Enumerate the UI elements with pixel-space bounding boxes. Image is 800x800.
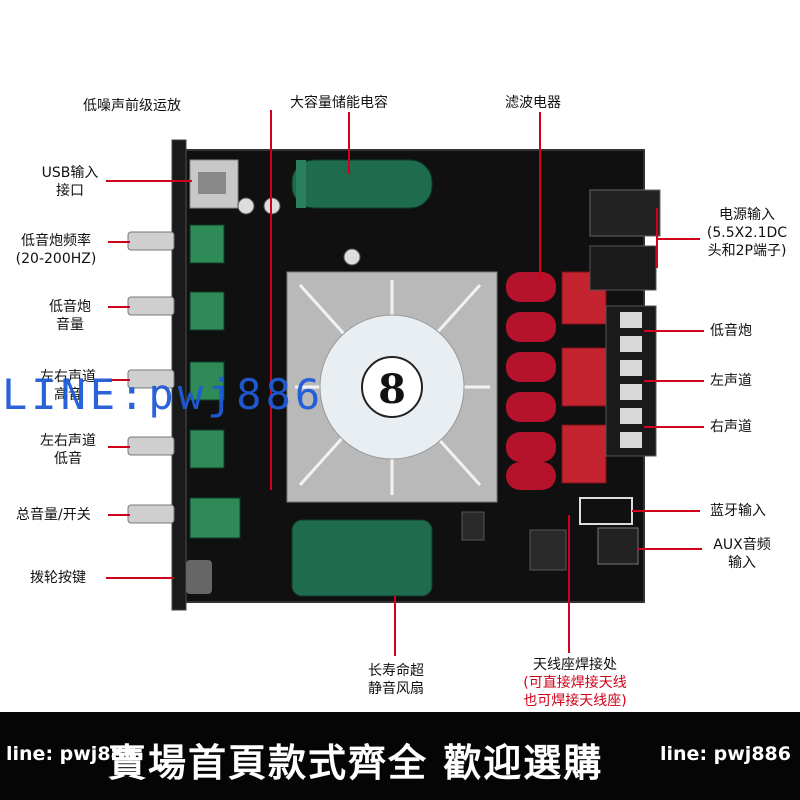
fan-logo: 8 bbox=[378, 366, 406, 413]
watermark-line-id: LINE:pwj886 bbox=[2, 370, 325, 419]
label-usb: USB输入接口 bbox=[41, 165, 99, 199]
filter-coils bbox=[506, 272, 556, 490]
potentiometers bbox=[189, 224, 241, 539]
label-sub-freq: 低音炮频率(20-200HZ) bbox=[15, 233, 97, 267]
line-filter bbox=[539, 112, 541, 282]
power-terminal bbox=[589, 245, 657, 291]
label-sub-vol: 低音炮音量 bbox=[49, 299, 91, 333]
label-aux: AUX音频输入 bbox=[713, 537, 771, 571]
line-sub-freq bbox=[108, 241, 130, 243]
promo-banner bbox=[0, 712, 800, 800]
line-aux bbox=[638, 548, 702, 550]
line-preamp bbox=[270, 110, 272, 490]
label-left-ch: 左声道 bbox=[710, 373, 752, 389]
banner-line-right: line: pwj886 bbox=[660, 743, 791, 765]
line-antenna bbox=[568, 515, 570, 653]
line-fan bbox=[394, 596, 396, 656]
bottom-capacitor bbox=[291, 519, 433, 597]
filter-capacitors bbox=[561, 271, 607, 484]
line-treble bbox=[108, 379, 130, 381]
line-master bbox=[108, 514, 130, 516]
line-bass bbox=[108, 446, 130, 448]
knobs bbox=[127, 231, 175, 524]
power-jack bbox=[589, 189, 661, 237]
label-preamp: 低噪声前级运放 bbox=[83, 98, 181, 114]
label-right-ch: 右声道 bbox=[710, 419, 752, 435]
label-master: 总音量/开关 bbox=[16, 507, 91, 523]
label-fan: 长寿命超静音风扇 bbox=[368, 663, 424, 697]
line-right bbox=[644, 426, 704, 428]
line-power-h bbox=[656, 238, 700, 240]
line-sub bbox=[644, 330, 704, 332]
line-sub-vol bbox=[108, 306, 130, 308]
line-capacitor bbox=[348, 112, 350, 174]
banner-main-text: 賣場首頁款式齊全 歡迎選購 bbox=[108, 740, 604, 785]
encoder-wheel bbox=[186, 560, 212, 594]
label-filter: 滤波电器 bbox=[505, 95, 561, 111]
banner-line-left: line: pwj886 bbox=[6, 743, 137, 765]
top-capacitor bbox=[291, 159, 433, 209]
label-bass: 左右声道低音 bbox=[40, 433, 96, 467]
label-subwoofer: 低音炮 bbox=[710, 323, 752, 339]
line-encoder bbox=[106, 577, 174, 579]
label-antenna: 天线座焊接处 (可直接焊接天线 也可焊接天线座) bbox=[523, 657, 627, 709]
line-usb bbox=[106, 180, 192, 182]
label-encoder: 拨轮按键 bbox=[30, 570, 86, 586]
aux-jack bbox=[597, 527, 639, 565]
label-bluetooth: 蓝牙输入 bbox=[710, 503, 766, 519]
label-treble: 左右声道高音 bbox=[40, 369, 96, 403]
line-bt bbox=[632, 510, 700, 512]
line-left bbox=[644, 380, 704, 382]
amplifier-board-illustration: 8 bbox=[127, 139, 661, 611]
label-capacitor: 大容量储能电容 bbox=[290, 95, 388, 111]
